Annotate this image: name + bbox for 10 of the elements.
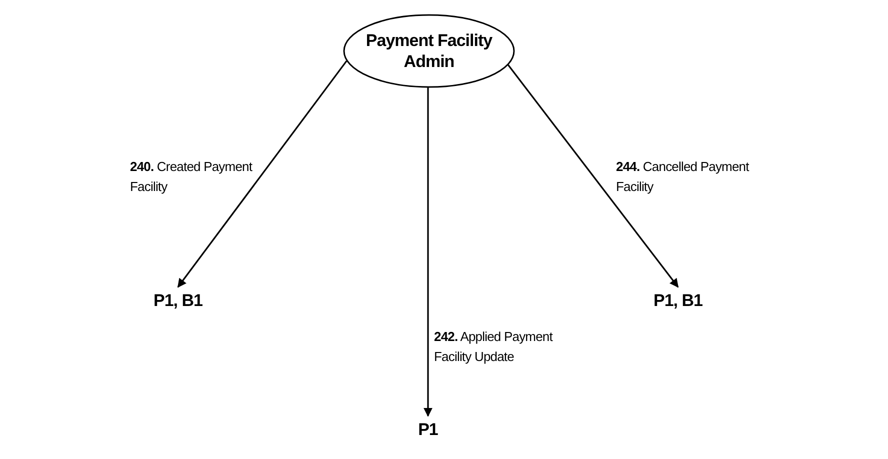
actor-ellipse: Payment Facility Admin	[343, 14, 515, 88]
node-label: P1	[405, 416, 451, 442]
arrow	[424, 88, 432, 417]
edge-label: 240. Created Payment Facility	[130, 158, 254, 196]
arrow	[508, 64, 679, 288]
node-label: P1, B1	[138, 287, 218, 313]
node-label: P1, B1	[638, 287, 718, 313]
arrow	[177, 60, 348, 288]
edge-label: 242. Applied Payment Facility Update	[434, 328, 554, 366]
edge-label: 244. Cancelled Payment Facility	[616, 158, 750, 196]
